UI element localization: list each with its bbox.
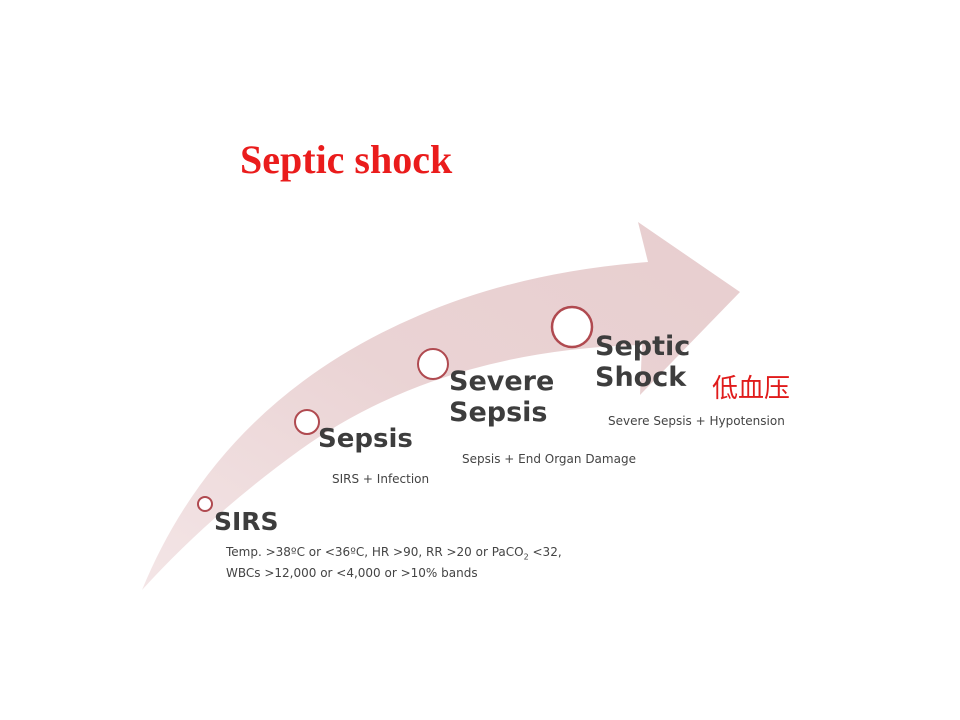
stage-marker-sepsis [294, 409, 320, 435]
stage-marker-sirs [197, 496, 213, 512]
stage-label-sirs: SIRS [214, 507, 279, 536]
stage-desc-sirs-line1-b: <32, [528, 545, 562, 559]
slide-title: Septic shock [240, 137, 453, 182]
stage-desc-septic-shock: Severe Sepsis + Hypotension [608, 414, 785, 428]
stage-desc-sirs: Temp. >38ºC or <36ºC, HR >90, RR >20 or … [226, 543, 562, 582]
stage-label-sepsis: Sepsis [318, 424, 413, 454]
stage-desc-sirs-line1-a: Temp. >38ºC or <36ºC, HR >90, RR >20 or … [226, 545, 524, 559]
curved-arrow-shape [142, 222, 740, 590]
stage-desc-sirs-line2: WBCs >12,000 or <4,000 or >10% bands [226, 565, 478, 580]
stage-desc-sirs-line1-sub: 2 [523, 552, 529, 562]
stage-label-severe-sepsis: Severe Sepsis [449, 366, 555, 429]
stage-marker-septic-shock [550, 305, 594, 349]
stage-desc-sepsis: SIRS + Infection [332, 472, 430, 486]
hypotension-annotation: 低血压 [712, 374, 791, 404]
stage-desc-severe-sepsis: Sepsis + End Organ Damage [462, 452, 636, 466]
stage-label-septic-shock: Septic Shock [595, 331, 691, 394]
stage-marker-severe-sepsis [417, 348, 449, 380]
